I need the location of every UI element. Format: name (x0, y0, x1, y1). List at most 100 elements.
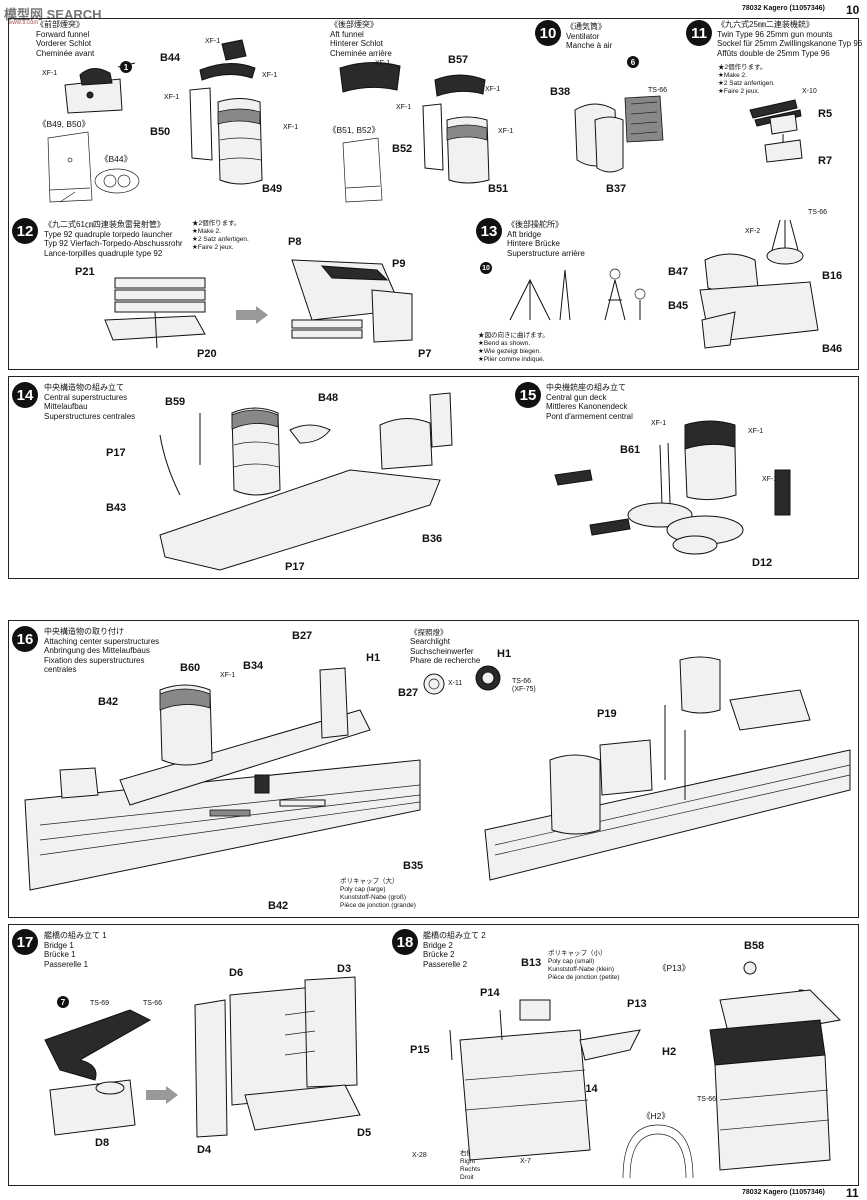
part-label-b51: B51 (488, 183, 509, 195)
right-side-label: 右側 Right Rechts Droit (460, 1150, 481, 1181)
bridge2-final (709, 961, 842, 1171)
part-label-b48: B48 (318, 392, 339, 404)
paint-x11: X-11 (448, 680, 463, 687)
part-label-b57: B57 (448, 54, 469, 66)
part-label-p8: P8 (288, 236, 302, 248)
step-number-18: 18 (392, 929, 418, 955)
part-label-h2: H2 (662, 1046, 677, 1058)
arrow-to-bridge1 (146, 1086, 178, 1104)
part-label-d12: D12 (752, 557, 773, 569)
step16-title: 中央構造物の取り付け Attaching center superstructu… (44, 627, 160, 674)
part-label-b27b: B27 (398, 687, 419, 699)
part-label-b49: B49 (262, 183, 283, 195)
step14-title: 中央構造物の組み立て Central superstructures Mitte… (44, 383, 136, 421)
paint-xf1-c: XF-1 (262, 72, 278, 79)
central-superstructure-drawing (159, 392, 453, 571)
part-label-b42: B42 (98, 696, 119, 708)
step-number-17: 17 (12, 929, 38, 955)
paint-xf1-e: XF-1 (283, 124, 299, 131)
poly-cap-small-label: ポリキャップ（小） Poly cap (small) Kunststoff-Na… (548, 950, 620, 981)
part-label-r7: R7 (818, 155, 833, 167)
part-label-p14: P14 (480, 987, 500, 999)
part-label-b35: B35 (403, 860, 424, 872)
searchlight-title-jp: 《探照燈》 (410, 628, 448, 637)
bridge1-assembly (194, 976, 361, 1138)
forward-funnel-assembly (189, 39, 263, 185)
part-label-b60: B60 (180, 662, 201, 674)
paint-x28: X-28 (412, 1152, 427, 1159)
step-number-10: 10 (535, 20, 561, 46)
step12-note: ★2個作ります。 ★Make 2. ★2 Satz anfertigen. ★F… (192, 220, 249, 251)
paint-xf1-d: XF-1 (164, 94, 180, 101)
part-label-d8: D8 (95, 1137, 110, 1149)
step9-title: 《前部煙突》 Forward funnel Vorderer Schlot Ch… (36, 20, 95, 58)
part-label-b44: B44 (160, 52, 181, 64)
part-label-b46: B46 (822, 343, 843, 355)
paint-xf1-f: XF-1 (375, 60, 391, 67)
part-label-r5: R5 (818, 108, 833, 120)
part-label-b27: B27 (292, 630, 313, 642)
part-label-b37: B37 (606, 183, 627, 195)
searchlight-drawing (423, 665, 501, 695)
part-label-p17b: P17 (285, 561, 305, 573)
panel-steps-17-18 (8, 924, 859, 1186)
part-label-b45: B45 (668, 300, 689, 312)
part-label-b36: B36 (422, 533, 443, 545)
step18-sub-h2: 《H2》 (642, 1111, 670, 1121)
step13-note: ★図の向きに曲げます。 ★Bend as shown. ★Wie gezeigt… (478, 332, 549, 363)
part-label-b16: B16 (822, 270, 843, 282)
part-label-b13: B13 (521, 957, 542, 969)
paint-x10: X-10 (802, 88, 817, 95)
callout-6: 6 (627, 56, 639, 68)
paint-xf1-a: XF-1 (42, 70, 58, 77)
step-number-11: 11 (686, 20, 712, 46)
part-label-p17: P17 (106, 447, 126, 459)
paint-ts66-b: TS-66 (808, 209, 828, 216)
panel-steps-14-15 (8, 376, 859, 579)
step-number-13: 13 (476, 218, 502, 244)
part-label-b58: B58 (744, 940, 765, 952)
b49-b50-sketch (47, 131, 93, 203)
step12-title: 《九二式61㎝四連装魚雷発射管》 Type 92 quadruple torpe… (44, 220, 183, 258)
torpedo-launcher-parts (104, 277, 206, 349)
step-number-16: 16 (12, 626, 38, 652)
aft-bridge-assembly (699, 219, 819, 349)
step17-title: 艦橋の組み立て 1 Bridge 1 Brücke 1 Passerelle 1 (44, 931, 107, 969)
top-page-number: 10 (846, 3, 860, 17)
step15-title: 中央機銃座の組み立て Central gun deck Mittleres Ka… (546, 383, 633, 421)
step18-sub-p13: 《P13》 (658, 963, 691, 973)
central-gun-deck-drawing (554, 420, 791, 555)
arrow-to-assembly (236, 306, 268, 324)
panel-step-16 (8, 620, 859, 918)
gun-mount-drawing (749, 99, 803, 163)
bridge1-parts (44, 1009, 152, 1136)
aft-bridge-bending-diagram (509, 268, 646, 321)
paint-xf1-h: XF-1 (396, 104, 412, 111)
b44-sketch (94, 168, 140, 194)
part-label-p20: P20 (197, 348, 217, 360)
panel-steps-9-13 (8, 18, 859, 370)
bottom-ref: 78032 Kagero (11057346) (742, 1189, 825, 1196)
part-label-d5: D5 (357, 1127, 372, 1139)
part-label-b59: B59 (165, 396, 186, 408)
step11-title: 《九六式25㎜二連装機銃》 Twin Type 96 25mm gun moun… (717, 20, 863, 58)
part-label-b38: B38 (550, 86, 571, 98)
callout-1: 1 (120, 61, 132, 73)
part-label-p19: P19 (597, 708, 617, 720)
paint-xf2: XF-2 (745, 228, 761, 235)
b51-b52-sketch (342, 137, 383, 203)
watermark-url: www.ti.com (8, 20, 39, 26)
part-label-b50: B50 (150, 126, 171, 138)
step11-note: ★2個作ります。 ★Make 2. ★2 Satz anfertigen. ★F… (718, 64, 775, 95)
step13-title: 《後部操舵所》 Aft bridge Hintere Brücke Supers… (507, 220, 585, 258)
h2-railing-sketch (622, 1124, 694, 1179)
paint-xf1-l: XF-1 (762, 476, 778, 483)
paint-ts66-a: TS-66 (648, 87, 668, 94)
paint-ts66-c: TS-66 (512, 678, 532, 685)
part-label-p21: P21 (75, 266, 95, 278)
part-label-d4: D4 (197, 1144, 212, 1156)
aft-funnel-top (339, 62, 401, 93)
step9-sub-b49-b50: 《B49, B50》 (38, 119, 90, 129)
step9b-sub-b51-b52: 《B51, B52》 (328, 125, 380, 135)
part-label-p15: P15 (410, 1044, 430, 1056)
